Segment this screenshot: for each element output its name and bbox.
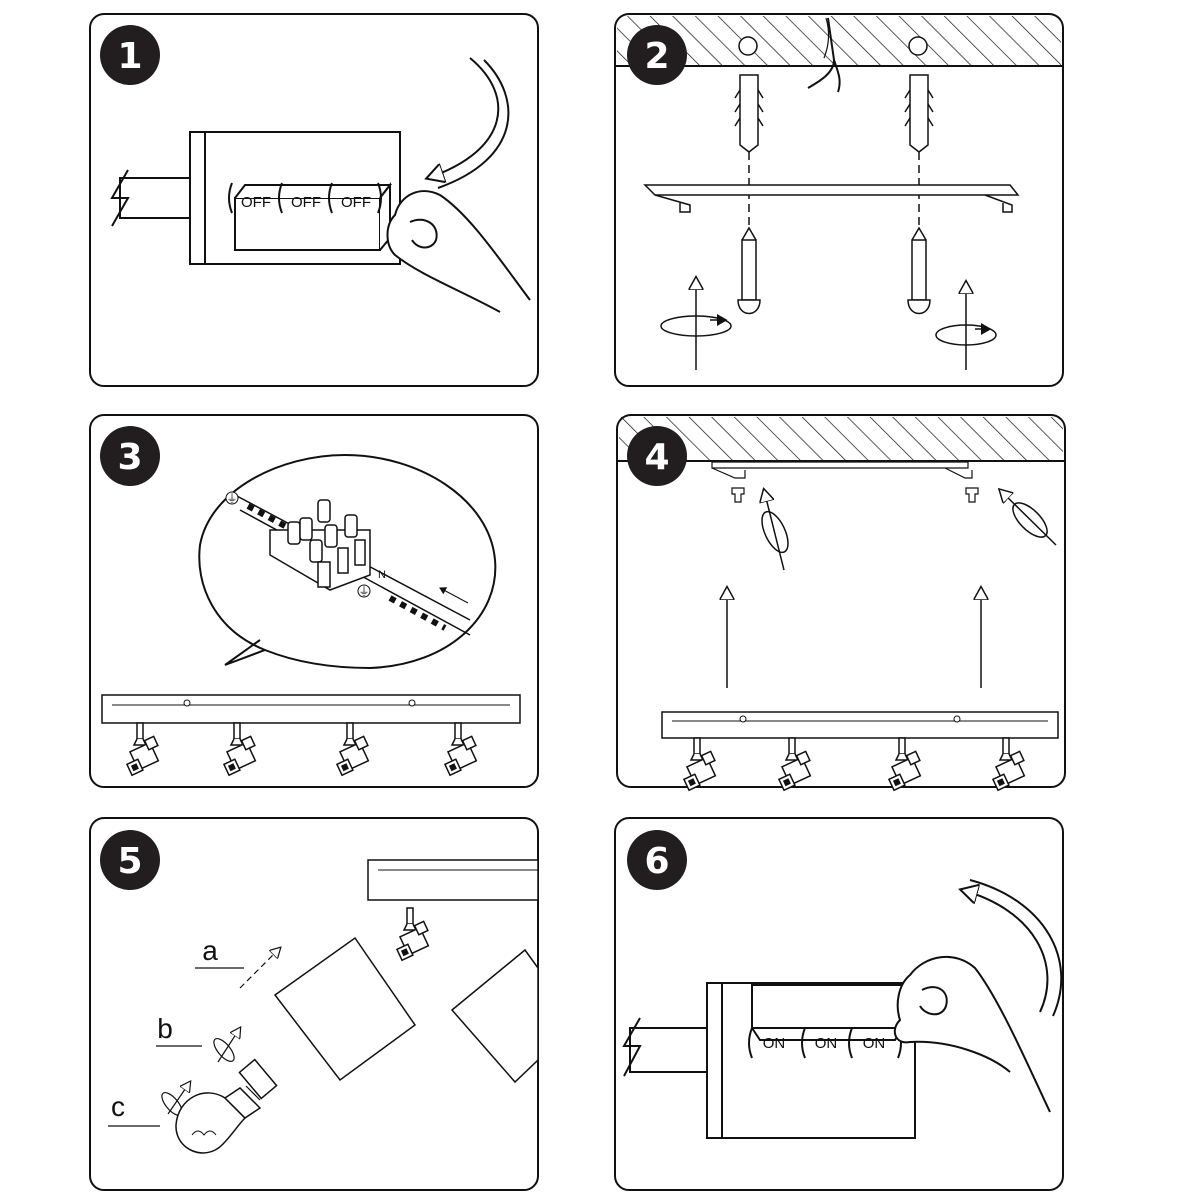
step-number: 6 bbox=[644, 841, 669, 882]
switch-label: ON bbox=[815, 1035, 838, 1052]
step-badge: 4 bbox=[627, 426, 687, 486]
switch-label: ON bbox=[763, 1035, 786, 1052]
terminal-block: OFF OFF OFF bbox=[228, 182, 393, 251]
wall-plug bbox=[734, 74, 764, 153]
terminal-block: ON ON ON bbox=[748, 984, 903, 1059]
screw bbox=[731, 487, 745, 503]
curved-arrow-icon bbox=[962, 890, 1049, 1013]
step-badge: 2 bbox=[627, 25, 687, 85]
rotation-arrow-icon bbox=[213, 1028, 240, 1063]
rotation-arrow-icon bbox=[757, 490, 789, 571]
rotation-arrow-icon bbox=[1000, 490, 1057, 546]
step-badge: 6 bbox=[627, 830, 687, 890]
light-fixture-bar bbox=[101, 694, 521, 776]
mounting-bracket bbox=[643, 184, 1020, 213]
switch-label: OFF bbox=[241, 194, 271, 211]
step-panel-3: 3 ⏚ N ⏚ bbox=[89, 414, 539, 788]
lightning-break-icon bbox=[110, 169, 130, 227]
polarity-label: ⏚ bbox=[359, 585, 370, 598]
hand-icon bbox=[893, 955, 1051, 1113]
step-number: 3 bbox=[117, 437, 142, 478]
mounting-bracket bbox=[711, 461, 973, 479]
lightning-break-icon bbox=[622, 1017, 642, 1077]
sub-step-label: a bbox=[202, 935, 218, 966]
wire-connection-detail: ⏚ N ⏚ bbox=[225, 491, 471, 636]
switch-label: OFF bbox=[291, 194, 321, 211]
step-number: 2 bbox=[644, 36, 669, 77]
hand-icon bbox=[386, 190, 531, 313]
rotation-arrow-icon bbox=[660, 278, 732, 370]
step-panel-4: 4 bbox=[616, 414, 1066, 791]
light-fixture-bar bbox=[367, 859, 539, 901]
lamp-ring bbox=[238, 1058, 278, 1100]
wall-plug bbox=[904, 74, 934, 153]
step-panel-6: 6 ON ON ON bbox=[614, 817, 1064, 1191]
ceiling-wires bbox=[807, 17, 841, 93]
screw bbox=[737, 226, 761, 315]
step-number: 5 bbox=[117, 841, 142, 882]
screw bbox=[965, 487, 979, 503]
step-badge: 1 bbox=[100, 25, 160, 85]
switch-label: ON bbox=[863, 1035, 886, 1052]
ceiling bbox=[617, 16, 1061, 66]
switch-label: OFF bbox=[341, 194, 371, 211]
bulb-icon bbox=[175, 1085, 262, 1154]
light-fixture-bar bbox=[661, 711, 1059, 791]
step-badge: 5 bbox=[100, 830, 160, 890]
step-number: 1 bbox=[117, 36, 142, 77]
step-panel-5: 5 a b c bbox=[89, 817, 539, 1191]
step-panel-2: 2 bbox=[614, 13, 1064, 387]
sub-step-label: c bbox=[111, 1091, 125, 1122]
rotation-arrow-icon bbox=[935, 282, 997, 370]
step-panel-1: 1 OFF OFF OFF bbox=[89, 13, 539, 387]
step-number: 4 bbox=[644, 437, 669, 478]
curved-arrow-icon bbox=[428, 57, 500, 178]
shade-panel bbox=[450, 948, 539, 1084]
polarity-label: ⏚ bbox=[227, 492, 238, 505]
ceiling bbox=[619, 417, 1063, 461]
step-badge: 3 bbox=[100, 426, 160, 486]
shade-panel bbox=[273, 936, 417, 1082]
sub-step-label: b bbox=[157, 1013, 173, 1044]
screw bbox=[907, 226, 931, 315]
polarity-label: N bbox=[378, 569, 386, 581]
